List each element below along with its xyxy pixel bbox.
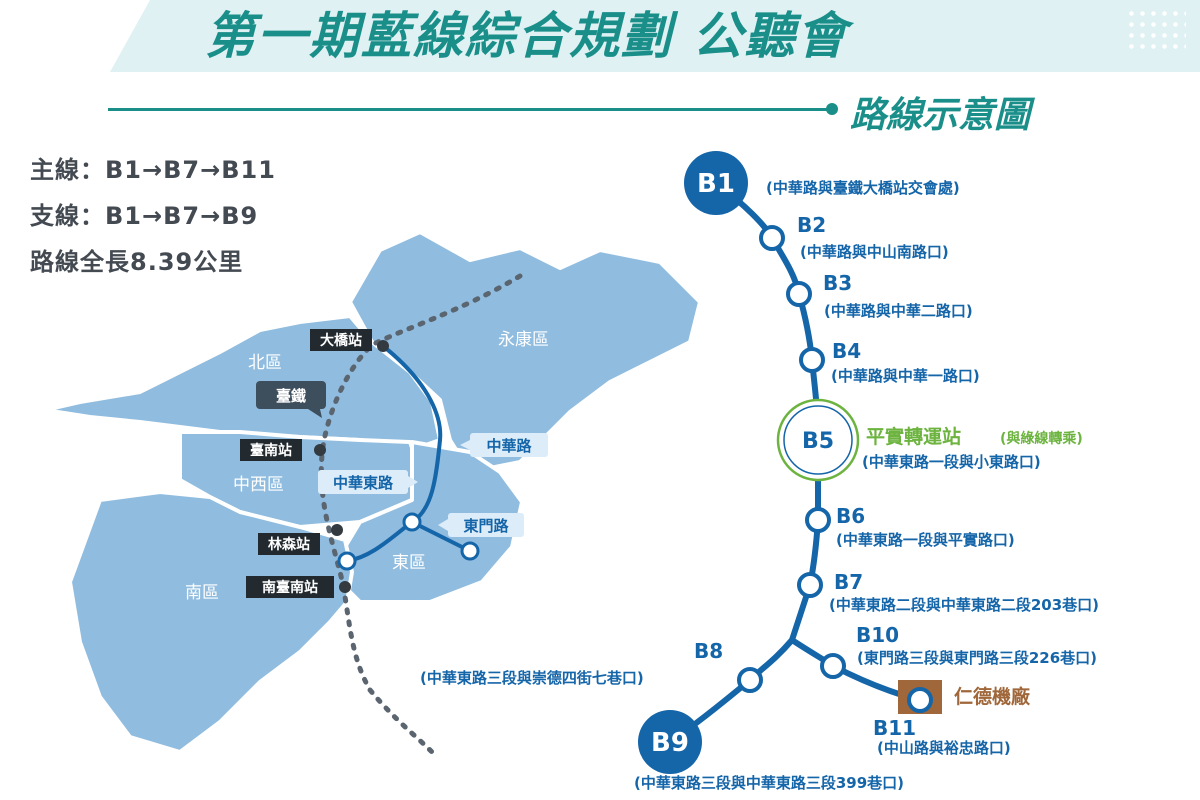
mini-map-blue-line xyxy=(346,344,443,563)
road-tag-pointer xyxy=(408,476,418,488)
tra-station-label-tainan: 臺南站 xyxy=(250,442,292,459)
mini-map-station-ring xyxy=(337,551,357,571)
station-b7-address: (中華東路二段與中華東路二段203巷口) xyxy=(829,596,1099,614)
rail-tag-bg xyxy=(256,381,326,409)
station-b8-address: (中華東路三段與崇德四街七巷口) xyxy=(420,669,644,687)
station-b2-address: (中華路與中山南路口) xyxy=(800,243,949,261)
total-length-info: 路線全長8.39公里 xyxy=(30,248,244,276)
station-b7-ring xyxy=(797,572,823,598)
station-b1-disc xyxy=(684,151,748,215)
station-b9-disc xyxy=(638,710,702,774)
tra-station-label-linsen: 林森站 xyxy=(268,536,310,553)
tra-station-label-daqiao: 大橋站 xyxy=(320,332,362,349)
tra-label-bg xyxy=(310,329,372,351)
station-b1-code: B1 xyxy=(697,169,735,199)
station-b8-code: B8 xyxy=(694,639,723,663)
road-label-zhonghua: 中華路 xyxy=(486,437,532,455)
road-tag-bg xyxy=(470,433,548,457)
station-b5-code: B5 xyxy=(802,429,834,454)
station-b6-code: B6 xyxy=(836,504,865,528)
station-b4-ring xyxy=(799,347,825,373)
station-b3-code: B3 xyxy=(823,271,852,295)
page-title: 第一期藍線綜合規劃 公聽會 xyxy=(205,7,849,65)
station-b7-code: B7 xyxy=(834,570,863,594)
station-b10-code: B10 xyxy=(856,623,899,647)
station-b10-ring xyxy=(820,653,846,679)
road-label-dongmen: 東門路 xyxy=(463,517,509,535)
station-b10-address: (東門路三段與東門路三段226巷口) xyxy=(857,649,1097,667)
tra-station-dot xyxy=(331,524,343,536)
district-label-westcentral: 中西區 xyxy=(233,475,284,495)
station-b1-address: (中華路與臺鐵大橋站交會處) xyxy=(766,179,960,197)
district-south xyxy=(68,490,354,754)
subtitle-rule xyxy=(108,108,828,111)
road-tag-bg xyxy=(318,470,408,494)
tra-station-dot xyxy=(314,444,326,456)
rail-tag-pointer xyxy=(308,409,322,418)
main-line-info: 主線：B1→B7→B11 xyxy=(30,156,276,184)
station-b9-address: (中華東路三段與中華東路三段399巷口) xyxy=(634,774,904,792)
page-subtitle: 路線示意圖 xyxy=(850,95,1031,136)
dot-pattern-decoration xyxy=(1126,8,1186,52)
station-b3-address: (中華路與中華二路口) xyxy=(824,302,973,320)
mini-map-branch-line xyxy=(411,520,471,553)
station-b11-ring xyxy=(907,687,933,713)
road-tag-bg xyxy=(448,513,524,537)
station-b5-note: (與綠線轉乘) xyxy=(1000,430,1083,447)
station-b6-ring xyxy=(805,507,831,533)
tra-rail-line xyxy=(318,273,523,755)
mini-map-station-ring xyxy=(402,512,422,532)
station-b2-ring xyxy=(759,225,785,251)
depot-label: 仁德機廠 xyxy=(954,685,1031,708)
tra-label-bg xyxy=(246,576,334,598)
station-b4-code: B4 xyxy=(832,339,861,363)
branch-line-info: 支線：B1→B7→B9 xyxy=(30,202,259,230)
station-b5-address: (中華東路一段與小東路口) xyxy=(862,453,1041,471)
station-b2-code: B2 xyxy=(797,213,826,237)
station-b11-address: (中山路與裕忠路口) xyxy=(877,739,1011,757)
station-b9-code: B9 xyxy=(651,728,689,758)
road-tag-pointer xyxy=(460,440,470,450)
district-label-north: 北區 xyxy=(248,353,282,373)
rail-tag-label: 臺鐵 xyxy=(276,387,306,405)
district-east xyxy=(338,440,524,604)
tra-station-dot xyxy=(339,581,351,593)
tra-label-bg xyxy=(240,439,302,461)
header-banner xyxy=(110,0,1200,72)
b5-inner-ring xyxy=(783,405,853,475)
road-tag-pointer xyxy=(438,519,448,531)
station-b5-name: 平實轉運站 xyxy=(866,425,961,448)
station-b3-ring xyxy=(786,281,812,307)
tra-station-label-south-tainan: 南臺南站 xyxy=(262,579,318,596)
station-b11-code: B11 xyxy=(873,716,916,740)
road-label-zhonghua-east: 中華東路 xyxy=(333,474,394,492)
tra-label-bg xyxy=(258,533,320,555)
tra-station-dot xyxy=(377,340,389,352)
district-label-south: 南區 xyxy=(185,583,219,603)
station-b4-address: (中華路與中華一路口) xyxy=(831,367,980,385)
subtitle-rule-dot xyxy=(826,103,838,115)
station-b8-ring xyxy=(737,667,763,693)
station-b6-address: (中華東路一段與平實路口) xyxy=(836,531,1015,549)
district-label-yongkang: 永康區 xyxy=(498,330,549,350)
district-label-east: 東區 xyxy=(392,553,426,573)
mini-map-station-ring xyxy=(460,541,480,561)
